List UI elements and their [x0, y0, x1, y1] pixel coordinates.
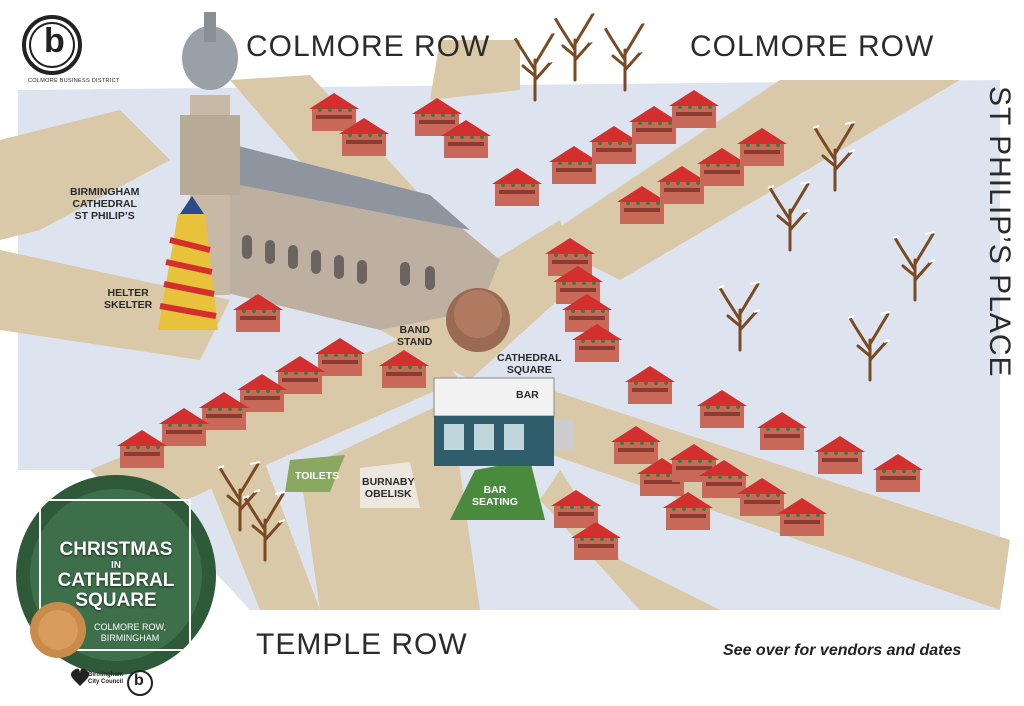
bar-seating-area [450, 460, 545, 520]
partner-b-logo: b [134, 672, 144, 689]
footer-note: See over for vendors and dates [723, 642, 962, 659]
event-subtitle: COLMORE ROW, BIRMINGHAM [93, 622, 166, 643]
logo-letter: b [44, 22, 65, 60]
street-label-colmore-row-right: COLMORE ROW [690, 30, 935, 63]
street-label-colmore-row-left: COLMORE ROW [246, 30, 491, 63]
bar-building [433, 377, 574, 466]
label-helter-skelter: HELTER SKELTER [104, 287, 153, 311]
label-cathedral: BIRMINGHAM CATHEDRAL ST PHILIP’S [70, 186, 140, 222]
street-label-st-philips-place: ST PHILIP’S PLACE [983, 86, 1016, 378]
event-title: CHRISTMAS IN CATHEDRAL SQUARE [57, 539, 175, 611]
label-band-stand: BAND STAND [397, 324, 433, 348]
obelisk-area [360, 462, 420, 508]
band-stand [446, 288, 510, 352]
label-toilets: TOILETS [295, 470, 340, 482]
street-label-temple-row: TEMPLE ROW [256, 628, 468, 661]
label-bar: BAR [516, 389, 539, 401]
partner-logos [71, 668, 153, 696]
colmore-logo [22, 15, 82, 75]
council-logo-text: Birmingham City Council [88, 672, 124, 685]
label-burnaby-obelisk: BURNABY OBELISK [362, 476, 415, 500]
toilets-area [285, 455, 345, 492]
wreath-badge [16, 475, 216, 675]
cathedral-illustration [180, 12, 500, 330]
label-bar-seating: BAR SEATING [472, 484, 518, 508]
helter-skelter [158, 196, 218, 330]
label-cathedral-square: CATHEDRAL SQUARE [497, 352, 562, 376]
logo-ring-text: COLMORE BUSINESS DISTRICT [28, 78, 120, 84]
